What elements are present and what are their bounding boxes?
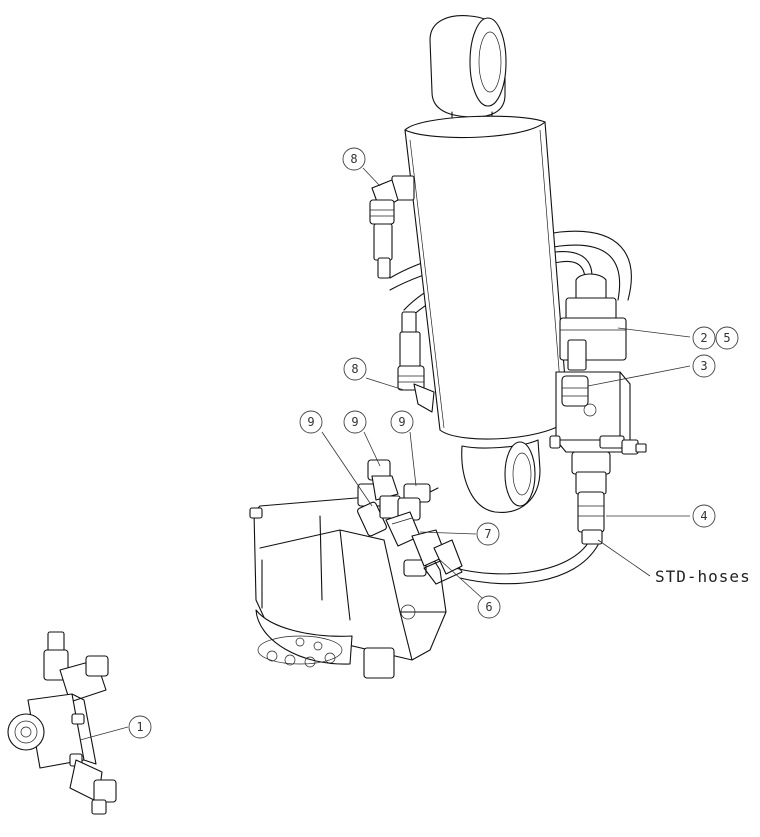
elbow-fitting-lower: [397, 311, 435, 413]
elbow-fitting-upper: [369, 175, 415, 279]
balloon-label: 9: [398, 415, 405, 429]
balloon-4: 4: [692, 504, 716, 528]
balloon-9-middle: 9: [343, 410, 367, 434]
balloon-3: 3: [692, 354, 716, 378]
balloon-9-left: 9: [299, 410, 323, 434]
balloon-label: 2: [700, 331, 707, 345]
hydraulic-cylinder: [404, 15, 569, 513]
balloon-label: 6: [485, 600, 492, 614]
leader-lines: [79, 167, 691, 741]
balloon-label: 1: [136, 720, 143, 734]
balloon-2: 2: [692, 326, 716, 350]
std-hoses-note: STD-hoses: [655, 567, 751, 586]
hose-return: [454, 539, 599, 585]
balloon-7: 7: [476, 522, 500, 546]
balloon-label: 3: [700, 359, 707, 373]
pump-port-fitting: [411, 529, 463, 575]
balloon-8-lower: 8: [343, 357, 367, 381]
balloon-label: 5: [723, 331, 730, 345]
valve-block-subassembly: [7, 631, 117, 815]
balloon-label: 4: [700, 509, 707, 523]
balloon-9-right: 9: [390, 410, 414, 434]
balloon-label: 7: [484, 527, 491, 541]
balloon-5: 5: [715, 326, 739, 350]
pump-fitting-middle: [367, 459, 401, 519]
balloon-label: 8: [350, 152, 357, 166]
balloon-6: 6: [477, 595, 501, 619]
balloon-8-upper: 8: [342, 147, 366, 171]
hose-adapter: [571, 451, 611, 545]
hydraulic-pump: [249, 495, 463, 679]
solenoid-valve: [559, 273, 627, 371]
balloon-label: 9: [307, 415, 314, 429]
valve-fitting: [561, 375, 589, 407]
balloon-label: 9: [351, 415, 358, 429]
balloon-label: 8: [351, 362, 358, 376]
balloon-1: 1: [128, 715, 152, 739]
